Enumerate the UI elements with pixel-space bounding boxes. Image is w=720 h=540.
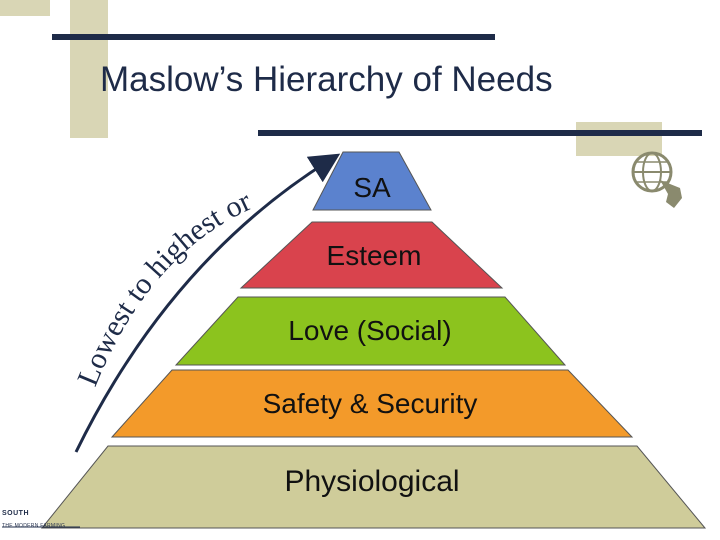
level-love-label: Love (Social) <box>288 315 451 346</box>
level-sa-label: SA <box>353 172 391 203</box>
globe-hand-icon <box>631 151 682 208</box>
level-esteem-label: Esteem <box>327 240 422 271</box>
navy-rule-top <box>52 34 495 40</box>
beige-square-top <box>0 0 50 16</box>
beige-block-right <box>576 122 662 156</box>
slide-title: Maslow’s Hierarchy of Needs <box>100 60 553 99</box>
beige-bar-left <box>70 0 108 138</box>
level-safety-label: Safety & Security <box>263 388 478 419</box>
navy-rule-right <box>258 130 702 136</box>
footer-logo: SOUTH THE MODERN FARMING <box>2 510 82 536</box>
level-esteem-shape <box>239 221 504 289</box>
level-sa-shape <box>312 151 432 211</box>
order-arrow <box>74 153 341 453</box>
level-love-shape <box>174 296 567 366</box>
level-safety-shape <box>110 369 634 438</box>
level-physiological-shape <box>40 445 707 529</box>
logo-line2: THE MODERN FARMING <box>2 523 66 529</box>
level-physiological-label: Physiological <box>284 465 459 498</box>
logo-line1: SOUTH <box>2 510 29 517</box>
